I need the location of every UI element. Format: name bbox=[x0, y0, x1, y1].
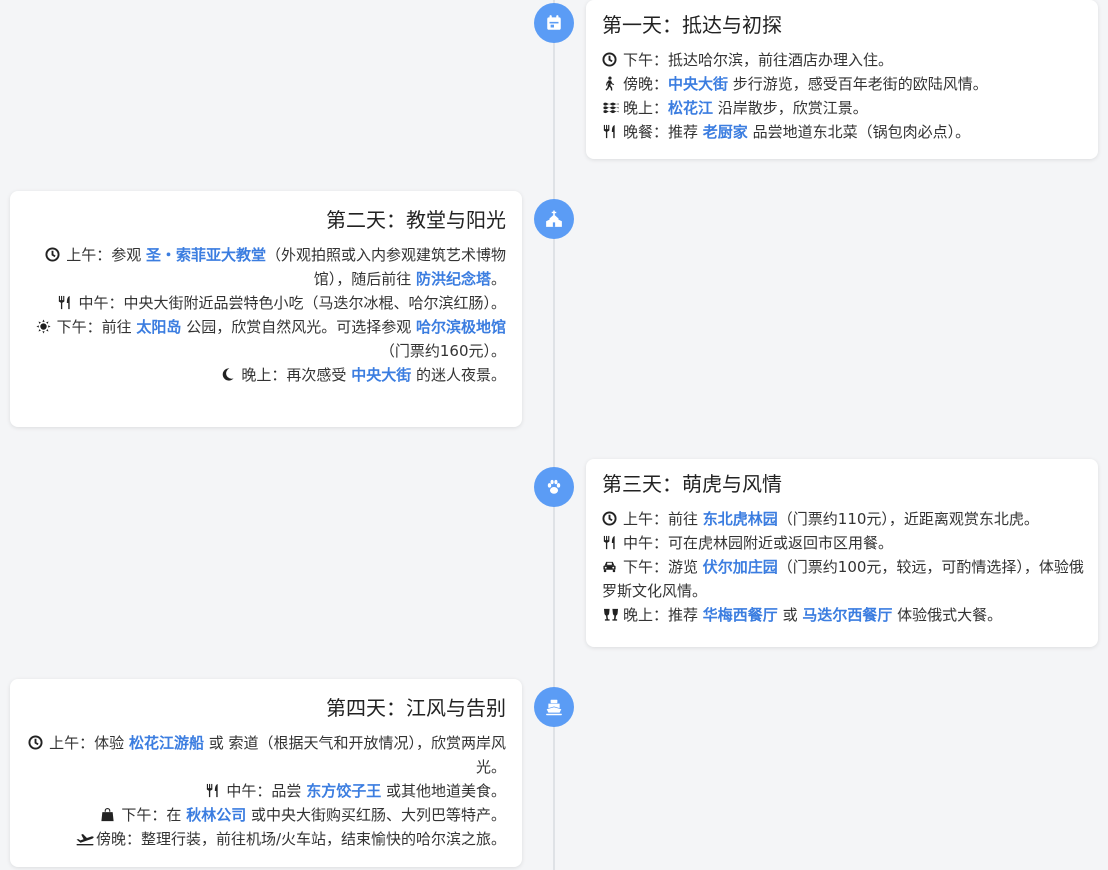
day-card-2: 第二天：教堂与阳光 上午：参观 圣・索菲亚大教堂（外观拍照或入内参观建筑艺术博物… bbox=[10, 191, 522, 427]
place-link[interactable]: 中央大街 bbox=[351, 366, 412, 384]
restaurant-link[interactable]: 马迭尔西餐厅 bbox=[802, 606, 893, 624]
restaurant-link[interactable]: 老厨家 bbox=[702, 123, 748, 141]
sun-icon bbox=[36, 319, 51, 334]
schedule-item: 下午：前往 太阳岛 公园，欣赏自然风光。可选择参观 哈尔滨极地馆（门票约160元… bbox=[26, 315, 506, 363]
utensils-icon bbox=[602, 535, 617, 550]
schedule-item: 下午：抵达哈尔滨，前往酒店办理入住。 bbox=[602, 48, 1084, 72]
wine-glasses-icon bbox=[602, 607, 619, 622]
schedule-item: 中午：品尝 东方饺子王 或其他地道美食。 bbox=[26, 779, 506, 803]
place-link[interactable]: 太阳岛 bbox=[136, 318, 182, 336]
schedule-item: 上午：参观 圣・索菲亚大教堂（外观拍照或入内参观建筑艺术博物馆），随后前往 防洪… bbox=[26, 243, 506, 291]
day-title: 第四天：江风与告别 bbox=[326, 696, 506, 720]
walking-icon bbox=[602, 76, 617, 91]
moon-icon bbox=[220, 367, 235, 382]
day-card-3: 第三天：萌虎与风情 上午：前往 东北虎林园（门票约110元），近距离观赏东北虎。… bbox=[586, 459, 1098, 647]
timeline-line bbox=[553, 0, 555, 870]
shop-link[interactable]: 秋林公司 bbox=[186, 806, 247, 824]
ship-icon bbox=[534, 687, 574, 727]
schedule-item: 晚上：推荐 华梅西餐厅 或 马迭尔西餐厅 体验俄式大餐。 bbox=[602, 603, 1084, 627]
utensils-icon bbox=[205, 783, 220, 798]
day-title: 第三天：萌虎与风情 bbox=[602, 472, 782, 496]
schedule-item: 晚上：松花江 沿岸散步，欣赏江景。 bbox=[602, 96, 1084, 120]
schedule-item: 傍晚：中央大街 步行游览，感受百年老街的欧陆风情。 bbox=[602, 72, 1084, 96]
place-link[interactable]: 松花江 bbox=[668, 99, 714, 117]
clock-icon bbox=[602, 511, 617, 526]
car-icon bbox=[602, 559, 617, 574]
restaurant-link[interactable]: 东方饺子王 bbox=[306, 782, 382, 800]
place-link[interactable]: 东北虎林园 bbox=[702, 510, 778, 528]
schedule-item: 中午：可在虎林园附近或返回市区用餐。 bbox=[602, 531, 1084, 555]
schedule-item: 傍晚：整理行装，前往机场/火车站，结束愉快的哈尔滨之旅。 bbox=[26, 827, 506, 851]
utensils-icon bbox=[602, 124, 617, 139]
schedule-item: 上午：体验 松花江游船 或 索道（根据天气和开放情况），欣赏两岸风光。 bbox=[26, 731, 506, 779]
restaurant-link[interactable]: 华梅西餐厅 bbox=[702, 606, 778, 624]
day-card-4: 第四天：江风与告别 上午：体验 松花江游船 或 索道（根据天气和开放情况），欣赏… bbox=[10, 679, 522, 867]
place-link[interactable]: 中央大街 bbox=[668, 75, 729, 93]
clock-icon bbox=[45, 247, 60, 262]
church-icon bbox=[534, 199, 574, 239]
clock-icon bbox=[28, 735, 43, 750]
day-title: 第一天：抵达与初探 bbox=[602, 13, 782, 37]
shopping-bag-icon bbox=[100, 807, 115, 822]
plane-departure-icon bbox=[75, 831, 94, 846]
place-link[interactable]: 伏尔加庄园 bbox=[702, 558, 778, 576]
place-link[interactable]: 圣・索菲亚大教堂 bbox=[145, 246, 266, 264]
schedule-item: 下午：游览 伏尔加庄园（门票约100元，较远，可酌情选择），体验俄罗斯文化风情。 bbox=[602, 558, 1084, 600]
day-title: 第二天：教堂与阳光 bbox=[326, 208, 506, 232]
paw-icon bbox=[534, 467, 574, 507]
schedule-item: 上午：前往 东北虎林园（门票约110元），近距离观赏东北虎。 bbox=[602, 507, 1084, 531]
day-card-1: 第一天：抵达与初探 下午：抵达哈尔滨，前往酒店办理入住。 傍晚：中央大街 步行游… bbox=[586, 0, 1098, 159]
calendar-icon bbox=[534, 3, 574, 43]
schedule-item: 晚餐：推荐 老厨家 品尝地道东北菜（锅包肉必点）。 bbox=[602, 120, 1084, 144]
schedule-item: 晚上：再次感受 中央大街 的迷人夜景。 bbox=[26, 363, 506, 387]
water-icon bbox=[602, 100, 619, 115]
utensils-icon bbox=[57, 295, 72, 310]
activity-link[interactable]: 松花江游船 bbox=[128, 734, 204, 752]
schedule-item: 中午：中央大街附近品尝特色小吃（马迭尔冰棍、哈尔滨红肠）。 bbox=[26, 291, 506, 315]
schedule-item: 下午：在 秋林公司 或中央大街购买红肠、大列巴等特产。 bbox=[26, 803, 506, 827]
place-link[interactable]: 哈尔滨极地馆 bbox=[415, 318, 506, 336]
clock-icon bbox=[602, 52, 617, 67]
place-link[interactable]: 防洪纪念塔 bbox=[415, 270, 491, 288]
